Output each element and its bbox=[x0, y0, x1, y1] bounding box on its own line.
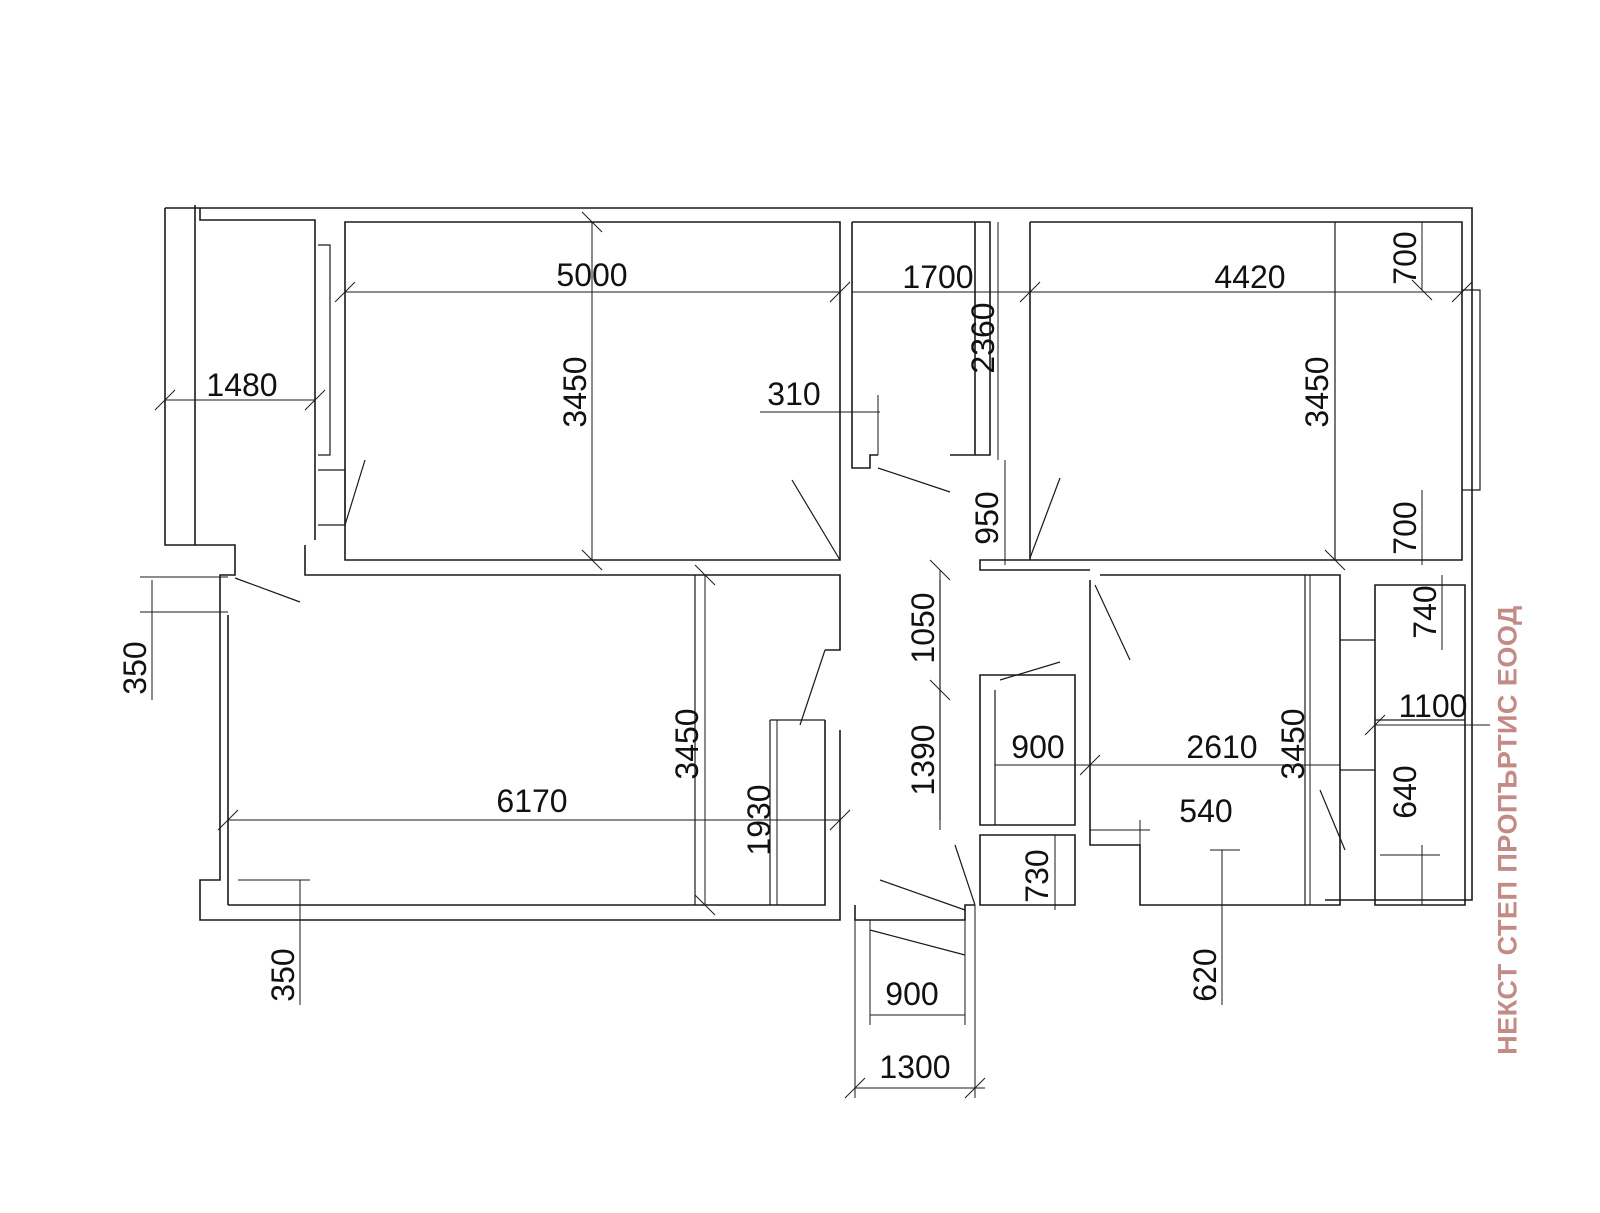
dim-900-door: 900 bbox=[885, 976, 938, 1012]
company-watermark: НЕКСТ СТЕП ПРОПЪРТИС ЕООД bbox=[1492, 605, 1523, 1055]
dimline-3450-living-tick2 bbox=[694, 894, 716, 916]
kitchen-walls bbox=[1089, 574, 1341, 906]
door-swing-entrance bbox=[879, 879, 966, 911]
dimline-1100-tick bbox=[1364, 714, 1386, 736]
door-swing-entrance2 bbox=[869, 929, 966, 956]
door-swing-bedroom1 bbox=[791, 479, 841, 561]
walls bbox=[164, 205, 1481, 921]
living-entry-wall bbox=[195, 544, 841, 921]
dim-5000: 5000 bbox=[556, 257, 627, 293]
door-swing-kitchen bbox=[1094, 584, 1131, 661]
utility-walls bbox=[1374, 584, 1466, 906]
dim-3450-living: 3450 bbox=[669, 708, 705, 779]
dimline-1480-tick1 bbox=[154, 389, 176, 411]
door-swing-storage bbox=[877, 467, 951, 493]
dim-1100: 1100 bbox=[1399, 688, 1468, 724]
dim-730: 730 bbox=[1019, 849, 1055, 902]
bathroom-walls bbox=[979, 674, 1076, 826]
dim-1390: 1390 bbox=[905, 724, 941, 795]
dimline-3450-living-tick1 bbox=[694, 564, 716, 586]
outer-wall-top bbox=[165, 207, 1473, 590]
dim-6170: 6170 bbox=[496, 783, 567, 819]
dim-310: 310 bbox=[767, 376, 820, 412]
dimline-2610-tick bbox=[1079, 754, 1101, 776]
dim-2360: 2360 bbox=[965, 302, 1001, 373]
dimline-3450-bed1-tick1 bbox=[581, 211, 603, 233]
living-wardrobe bbox=[769, 719, 825, 905]
dim-3450-kitchen: 3450 bbox=[1275, 708, 1311, 779]
door-swings bbox=[234, 459, 1346, 956]
dim-740: 740 bbox=[1407, 585, 1443, 638]
dim-900-bath: 900 bbox=[1011, 729, 1064, 765]
storage-walls bbox=[851, 221, 991, 469]
dimline-3450-bed2-tick bbox=[1324, 549, 1346, 571]
dimline-1480-tick2 bbox=[304, 389, 326, 411]
utility-partition bbox=[1340, 639, 1465, 771]
door-swing-bathroom bbox=[999, 661, 1061, 681]
dim-1930: 1930 bbox=[741, 784, 777, 855]
door-swing-living bbox=[799, 649, 826, 726]
bedroom1-window bbox=[318, 244, 346, 526]
dim-620: 620 bbox=[1187, 948, 1223, 1001]
bedroom2-window bbox=[1462, 289, 1481, 491]
outer-wall-right bbox=[1325, 590, 1473, 901]
dim-950: 950 bbox=[969, 491, 1005, 544]
dimline-1050-tick1 bbox=[929, 559, 951, 581]
dim-4420: 4420 bbox=[1214, 259, 1285, 295]
dimline-1300-tick2 bbox=[964, 1077, 986, 1099]
dim-1480: 1480 bbox=[206, 367, 277, 403]
dim-540: 540 bbox=[1179, 793, 1232, 829]
dimline-3450-bed1-tick2 bbox=[581, 549, 603, 571]
living-bottom-inner bbox=[228, 720, 826, 906]
dimline-700-top-tick bbox=[1411, 279, 1433, 301]
toilet-walls bbox=[979, 834, 1076, 906]
door-swing-bedroom2 bbox=[1029, 477, 1061, 559]
dim-350-left: 350 bbox=[117, 641, 153, 694]
dim-350-bottom: 350 bbox=[265, 948, 301, 1001]
door-swing-kitchen2 bbox=[1319, 789, 1346, 851]
dim-640: 640 bbox=[1387, 765, 1423, 818]
dim-3450-bed2: 3450 bbox=[1299, 356, 1335, 427]
dimension-labels: 5000 1700 4420 1480 310 6170 900 2610 54… bbox=[117, 231, 1467, 1085]
bedroom2-walls bbox=[979, 221, 1463, 571]
door-swing-balcony bbox=[344, 459, 366, 526]
dimline-5000-tick1 bbox=[334, 281, 356, 303]
dim-700-right: 700 bbox=[1387, 501, 1423, 554]
dimline-1300-tick1 bbox=[844, 1077, 866, 1099]
door-swing-entry bbox=[234, 577, 301, 603]
balcony-inner bbox=[199, 208, 316, 540]
dim-1050: 1050 bbox=[905, 592, 941, 663]
dim-700-top: 700 bbox=[1387, 231, 1423, 284]
dim-3450-bed1: 3450 bbox=[557, 356, 593, 427]
dimension-lines bbox=[140, 211, 1490, 1099]
dimline-6170-tick2 bbox=[829, 809, 851, 831]
door-swing-toilet bbox=[954, 844, 976, 906]
dimline-4420-tick bbox=[1451, 281, 1473, 303]
dimline-6170-tick1 bbox=[217, 809, 239, 831]
dimline-5000-tick2 bbox=[829, 281, 851, 303]
living-top-wall bbox=[304, 545, 841, 651]
dim-2610: 2610 bbox=[1186, 729, 1257, 765]
balcony-wall bbox=[164, 205, 196, 546]
dim-1700: 1700 bbox=[902, 259, 973, 295]
dim-1300: 1300 bbox=[879, 1049, 950, 1085]
